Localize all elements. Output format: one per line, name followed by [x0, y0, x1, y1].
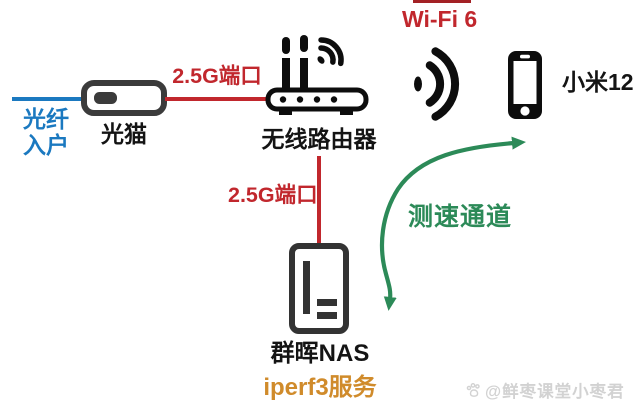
- speed-test-label: 测速通道: [408, 203, 513, 231]
- fiber-line: [12, 97, 82, 101]
- router-nas-line: [317, 156, 321, 244]
- port-label-2: 2.5G端口: [228, 183, 318, 207]
- paw-icon: [466, 382, 482, 398]
- fiber-label: 光纤 入户: [16, 106, 76, 159]
- wifi-waves-icon: [406, 42, 466, 126]
- cropped-red-artifact: [413, 0, 471, 3]
- iperf-service-label: iperf3服务: [263, 374, 377, 401]
- nas-label: 群晖NAS: [270, 340, 370, 367]
- modem-icon: [81, 80, 167, 116]
- fiber-label-line1: 光纤: [23, 106, 69, 132]
- modem-router-line: [165, 97, 267, 101]
- watermark-text: @鲜枣课堂小枣君: [485, 383, 625, 401]
- router-icon: [264, 30, 370, 117]
- phone-icon: [506, 50, 544, 120]
- modem-label: 光猫: [101, 121, 147, 147]
- router-label: 无线路由器: [261, 126, 377, 152]
- nas-icon: [288, 243, 352, 335]
- watermark: @鲜枣课堂小枣君: [466, 378, 625, 402]
- port-label-1: 2.5G端口: [172, 64, 262, 88]
- phone-label: 小米12: [562, 69, 634, 95]
- wifi6-label: Wi-Fi 6: [402, 6, 478, 32]
- fiber-label-line2: 入户: [23, 132, 69, 159]
